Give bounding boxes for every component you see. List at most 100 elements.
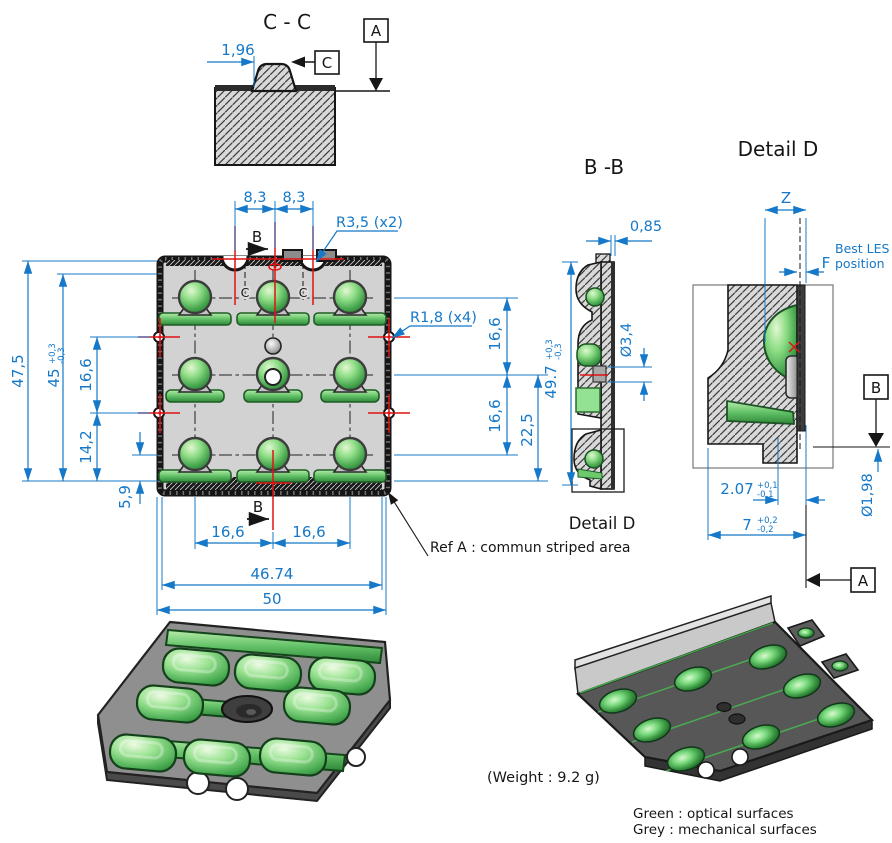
view-detail-d: Detail D Z F Best LES position (692, 137, 890, 593)
dim-45-tol-minus: -0,3 (57, 347, 67, 364)
bb-lens-row3 (584, 449, 604, 469)
ref-a-note: Ref A : commun striped area (387, 491, 631, 557)
callout-r18: R1,8 (x4) (391, 310, 477, 339)
datum-a-label: A (858, 572, 869, 590)
dim-198-text: Ø1,98 (860, 473, 876, 517)
dim-7-tol-plus: +0,2 (757, 516, 778, 526)
datum-b-flag: B (863, 374, 889, 447)
iso-tab-dimple (831, 660, 849, 672)
dims-left: 47,5 45 +0,3 -0,3 16,6 14,2 5,9 (9, 260, 158, 509)
dim-f-text: F (822, 254, 831, 272)
view-section-cc: C - C 1,96 C A (207, 10, 390, 166)
datum-triangle-icon (868, 433, 884, 447)
dim-166-r1-text: 16,6 (486, 317, 504, 350)
datum-triangle-icon (369, 78, 383, 91)
cut-arrow-icon (291, 56, 305, 68)
iso-back-hole (728, 713, 746, 725)
cc-striped-surface-left (215, 85, 253, 91)
dim-45-tol-plus: +0,3 (48, 343, 58, 364)
dim-142-text: 14,2 (77, 430, 95, 463)
bb-striped-surface (611, 262, 615, 489)
legend-green: Green : optical surfaces (633, 806, 794, 822)
bb-lens-row2 (576, 343, 602, 367)
dim-83-pair: 8,3 8,3 (234, 190, 314, 250)
dim-475-text: 47,5 (9, 354, 27, 387)
dim-4674-text: 46.74 (251, 565, 294, 583)
dim-7-text: 7 (742, 516, 752, 534)
view-section-bb: B -B 0,85 49.7 +0,3 -0,3 (542, 155, 662, 533)
dim-198: Ø1,98 (813, 446, 890, 517)
center-hole (264, 368, 282, 386)
dim-166-r2-text: 16,6 (486, 399, 504, 432)
dim-225-text: 22,5 (518, 413, 536, 446)
section-cc-title: C - C (263, 10, 311, 34)
dim-34: Ø3,4 (608, 323, 652, 401)
dim-085: 0,85 (586, 219, 662, 256)
b-top-label: B (252, 228, 262, 246)
iso-green-bar-back (164, 628, 384, 665)
callout-r35: R3,5 (x2) (315, 215, 403, 263)
detail-green-wedge (726, 400, 795, 425)
dim-83-right: 8,3 (282, 190, 305, 206)
front-c-right: C (299, 285, 308, 300)
dim-45-text: 45 (45, 368, 63, 387)
section-mark-b-bottom: B (247, 498, 269, 527)
ref-a-text: Ref A : commun striped area (430, 540, 631, 556)
weight-note: (Weight : 9.2 g) (487, 770, 600, 786)
bb-green-wedge (577, 468, 603, 480)
datum-triangle-icon (806, 573, 820, 587)
cc-datum-a-label: A (371, 22, 382, 40)
b-bottom-label: B (253, 498, 263, 516)
bb-lens-row1 (585, 287, 605, 307)
cc-striped-surface-right (295, 85, 335, 91)
dim-497: 49.7 +0,3 -0,3 (542, 261, 578, 486)
bb-center-hole (592, 365, 607, 383)
center-hole-sphere (264, 337, 282, 355)
dim-207-tol-minus: -0,1 (757, 490, 774, 500)
view-iso-back (574, 594, 875, 782)
datum-a-flag-top: A (335, 18, 390, 92)
detail-les-plate (796, 284, 806, 432)
view-front: C C B B (9, 190, 631, 615)
dim-166-left-text: 16,6 (77, 358, 95, 391)
dim-207: 2.07 +0,1 -0,1 (720, 425, 825, 505)
dim-50-text: 50 (262, 590, 281, 608)
front-c-left: C (241, 285, 250, 300)
iso-edge-notch (697, 761, 715, 779)
detail-red-x (788, 341, 800, 353)
iso-edge-notch (346, 747, 366, 767)
dim-83-left: 8,3 (243, 190, 266, 206)
front-top-tab-left (282, 249, 303, 262)
dim-1-96: 1,96 (207, 41, 255, 87)
iso-edge-notch (225, 777, 249, 801)
dim-497-text: 49.7 (542, 365, 560, 398)
best-les-line2: position (835, 256, 885, 271)
datum-a-flag-detail: A (805, 505, 876, 593)
dim-1-96-text: 1,96 (221, 41, 254, 59)
cc-hatched-body (214, 87, 336, 166)
notes: (Weight : 9.2 g) Green : optical surface… (487, 770, 817, 838)
dim-z-text: Z (781, 189, 791, 207)
dim-34-text: Ø3,4 (619, 323, 635, 357)
dim-207-tol-plus: +0,1 (757, 481, 778, 491)
cc-cut-flag: C (291, 50, 340, 75)
callout-r18-text: R1,8 (x4) (410, 310, 477, 326)
bb-green-block (575, 387, 601, 413)
cc-cut-label: C (322, 54, 332, 72)
callout-r35-text: R3,5 (x2) (336, 215, 403, 231)
dim-085-text: 0,85 (630, 219, 662, 235)
iso-tab-dimple (797, 627, 815, 639)
view-iso-front (96, 620, 392, 803)
dim-207-text: 2.07 (720, 480, 753, 498)
dim-166-b1-text: 16,6 (211, 523, 244, 541)
dim-f: F Best LES position (779, 241, 890, 277)
dims-bottom: 16,6 16,6 46.74 50 (156, 497, 387, 615)
datum-b-label: B (871, 379, 881, 397)
section-mark-b-top: B (246, 228, 268, 257)
section-bb-title: B -B (584, 155, 624, 179)
dim-497-tol-minus: -0,3 (554, 343, 564, 360)
iso-back-hole (716, 701, 732, 713)
dim-497-tol-plus: +0,3 (545, 339, 555, 360)
dim-7: 7 +0,2 -0,2 (707, 448, 806, 540)
iso-edge-notch (731, 748, 749, 766)
